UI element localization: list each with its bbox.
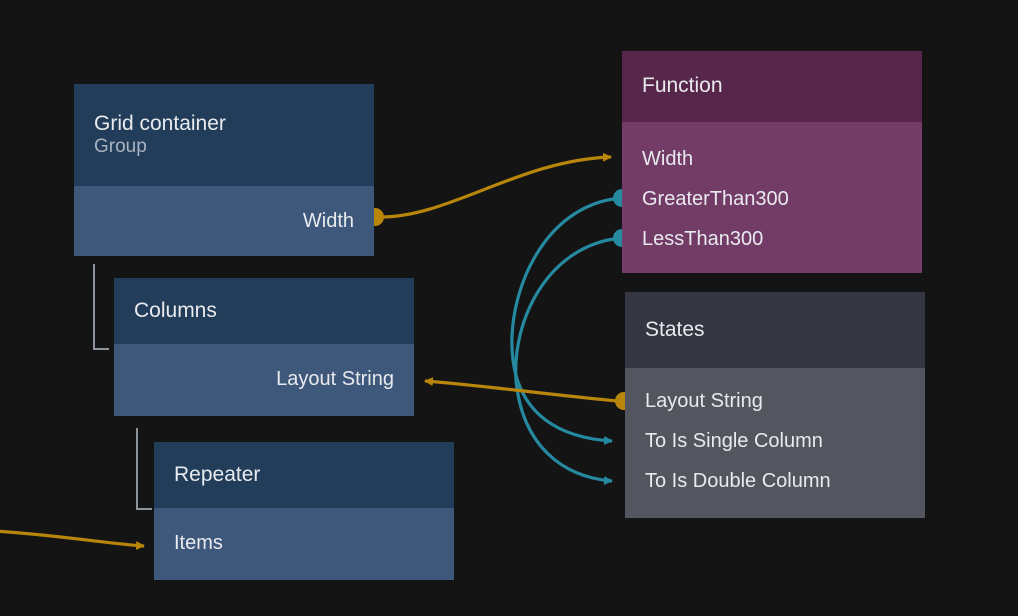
node-grid-container-header: Grid container Group: [74, 84, 374, 186]
wire-offscreen-to-repeater-items: [0, 529, 145, 551]
wire-lessthan300-to-double-column: [514, 236, 622, 485]
wire-states-layoutstring-to-columns-layoutstring: [424, 377, 619, 403]
port-row-states-to-is-double-column[interactable]: To Is Double Column: [625, 461, 925, 501]
node-function-body: Width GreaterThan300 LessThan300: [622, 122, 922, 273]
port-row-repeater-items[interactable]: Items: [154, 523, 454, 563]
wire-grid-width-to-function-width: [380, 152, 612, 219]
port-label-function-lessthan300: LessThan300: [642, 227, 764, 250]
node-repeater[interactable]: Repeater Items: [154, 442, 454, 580]
node-function-header: Function: [622, 51, 922, 122]
node-grid-container-title: Grid container: [94, 111, 226, 135]
port-row-function-width[interactable]: Width: [622, 139, 922, 179]
node-function-title: Function: [642, 74, 723, 98]
port-row-states-to-is-single-column[interactable]: To Is Single Column: [625, 421, 925, 461]
node-grid-container-subtitle: Group: [94, 135, 147, 157]
port-label-states-to-is-single-column: To Is Single Column: [645, 429, 823, 452]
port-row-function-greaterthan300[interactable]: GreaterThan300: [622, 179, 922, 219]
port-row-states-layout-string[interactable]: Layout String: [625, 381, 925, 421]
wire-greaterthan300-to-single-column: [510, 196, 622, 446]
port-label-states-layout-string: Layout String: [645, 389, 763, 412]
port-label-function-greaterthan300: GreaterThan300: [642, 187, 789, 210]
node-function[interactable]: Function Width GreaterThan300 LessThan30…: [622, 51, 922, 273]
node-repeater-title: Repeater: [174, 462, 261, 486]
node-states-header: States: [625, 292, 925, 368]
node-states-body: Layout String To Is Single Column To Is …: [625, 368, 925, 518]
port-label-states-to-is-double-column: To Is Double Column: [645, 469, 831, 492]
hierarchy-bracket-columns: [93, 264, 109, 350]
port-row-function-lessthan300[interactable]: LessThan300: [622, 219, 922, 259]
port-label-function-width: Width: [642, 147, 694, 170]
node-columns-body: Layout String: [114, 344, 414, 416]
port-label-repeater-items: Items: [174, 531, 223, 554]
node-repeater-body: Items: [154, 508, 454, 580]
node-states[interactable]: States Layout String To Is Single Column…: [625, 292, 925, 518]
node-columns[interactable]: Columns Layout String: [114, 278, 414, 416]
port-row-columns-layout-string[interactable]: Layout String: [114, 359, 414, 399]
port-label-grid-width: Width: [302, 209, 354, 232]
node-columns-title: Columns: [134, 298, 217, 322]
node-states-title: States: [645, 317, 705, 341]
node-grid-container[interactable]: Grid container Group Width: [74, 84, 374, 256]
port-label-columns-layout-string: Layout String: [276, 367, 394, 390]
node-columns-header: Columns: [114, 278, 414, 344]
node-repeater-header: Repeater: [154, 442, 454, 508]
hierarchy-bracket-repeater: [136, 428, 152, 510]
port-row-grid-width[interactable]: Width: [74, 201, 374, 241]
node-grid-container-body: Width: [74, 186, 374, 256]
